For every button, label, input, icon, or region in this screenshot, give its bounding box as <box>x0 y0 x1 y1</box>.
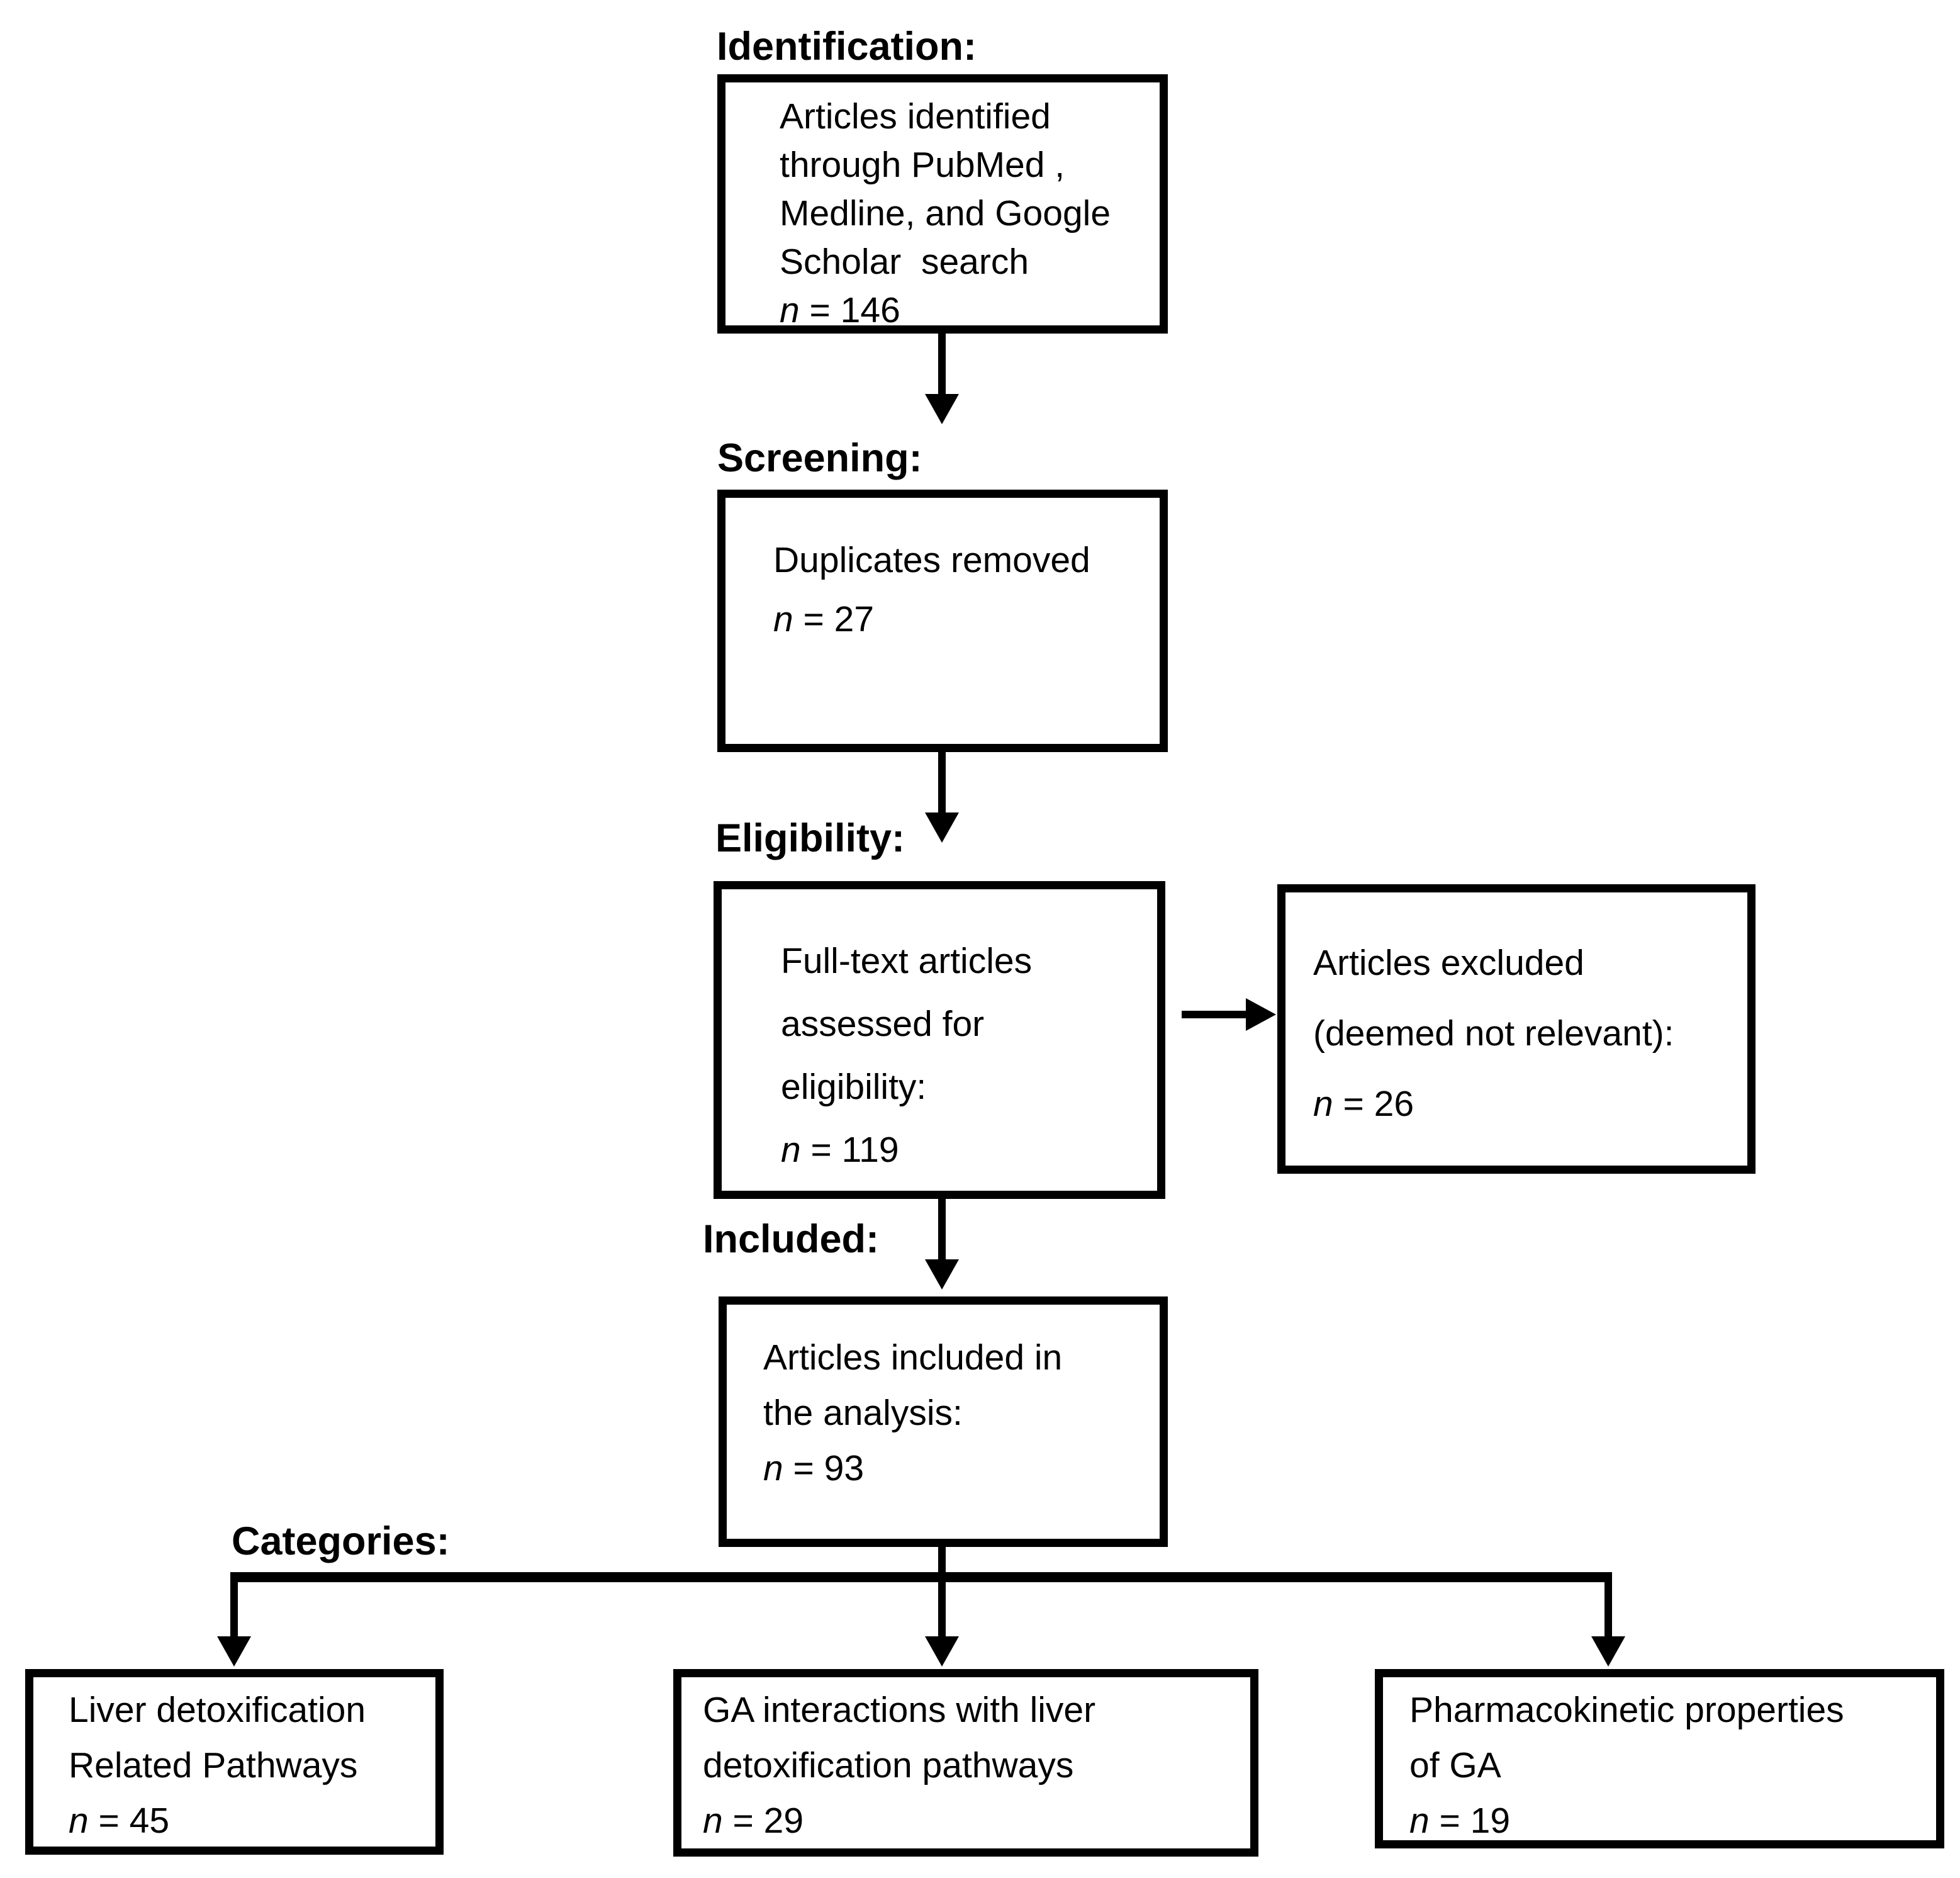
arrow-down-head-icon <box>217 1636 251 1667</box>
box-included: Articles included in the analysis: n = 9… <box>719 1296 1168 1547</box>
arrow-down-connector <box>230 1577 238 1639</box>
box-identification-count: n = 146 <box>780 290 900 330</box>
stage-header-categories: Categories: <box>232 1519 450 1563</box>
box-identification: Articles identified through PubMed , Med… <box>717 74 1168 334</box>
box-category-count: n = 45 <box>69 1801 170 1841</box>
stage-header-screening: Screening: <box>717 436 922 480</box>
arrow-right-head-icon <box>1246 998 1276 1031</box>
arrow-down-head-icon <box>925 1259 959 1290</box>
box-eligibility-line: assessed for <box>781 1004 985 1044</box>
box-excluded-line: (deemed not relevant): <box>1313 1013 1674 1054</box>
stage-header-eligibility: Eligibility: <box>715 816 905 860</box>
box-excluded-line: Articles excluded <box>1313 943 1584 983</box>
box-eligibility: Full-text articles assessed for eligibil… <box>714 881 1165 1199</box>
box-included-line: the analysis: <box>763 1393 963 1433</box>
box-category-line: Liver detoxification <box>69 1690 366 1730</box>
box-excluded-count: n = 26 <box>1313 1084 1414 1124</box>
box-included-line: Articles included in <box>763 1337 1063 1378</box>
arrow-down-connector <box>938 1199 946 1262</box>
box-category-pharmacokinetic: Pharmacokinetic properties of GA n = 19 <box>1375 1669 1944 1848</box>
branch-line <box>230 1572 1612 1582</box>
box-eligibility-line: eligibility: <box>781 1067 927 1107</box>
stage-header-included: Included: <box>703 1217 879 1261</box>
stage-header-identification: Identification: <box>717 25 977 69</box>
box-included-count: n = 93 <box>763 1448 865 1488</box>
arrow-down-head-icon <box>925 812 959 843</box>
arrow-down-head-icon <box>925 1636 959 1667</box>
box-identification-line: through PubMed , <box>780 145 1065 185</box>
arrow-down-head-icon <box>1591 1636 1625 1667</box>
box-screening-count: n = 27 <box>773 599 875 639</box>
box-category-line: Related Pathways <box>69 1745 358 1785</box>
box-category-count: n = 29 <box>703 1801 804 1841</box>
box-category-line: GA interactions with liver <box>703 1690 1096 1730</box>
box-excluded: Articles excluded (deemed not relevant):… <box>1277 884 1756 1174</box>
box-screening-line: Duplicates removed <box>773 540 1090 580</box>
box-category-line: Pharmacokinetic properties <box>1409 1690 1844 1730</box>
arrow-down-head-icon <box>925 394 959 424</box>
box-identification-line: Scholar search <box>780 242 1029 282</box>
box-category-liver-detox-pathways: Liver detoxification Related Pathways n … <box>25 1669 444 1855</box>
box-category-count: n = 19 <box>1409 1801 1511 1841</box>
arrow-down-connector <box>1604 1577 1612 1639</box>
box-category-ga-interactions: GA interactions with liver detoxificatio… <box>673 1669 1258 1857</box>
box-eligibility-count: n = 119 <box>781 1130 899 1170</box>
arrow-down-connector <box>938 334 946 396</box>
box-identification-line: Articles identified <box>780 96 1051 137</box>
arrow-down-connector <box>938 1582 946 1639</box>
box-screening: Duplicates removed n = 27 <box>717 490 1168 752</box>
branch-feed-connector <box>938 1547 946 1577</box>
arrow-down-connector <box>938 752 946 815</box>
arrow-right-connector <box>1182 1011 1248 1018</box>
box-eligibility-line: Full-text articles <box>781 941 1033 981</box>
box-category-line: of GA <box>1409 1745 1501 1785</box>
box-category-line: detoxification pathways <box>703 1745 1074 1785</box>
box-identification-line: Medline, and Google <box>780 193 1111 233</box>
